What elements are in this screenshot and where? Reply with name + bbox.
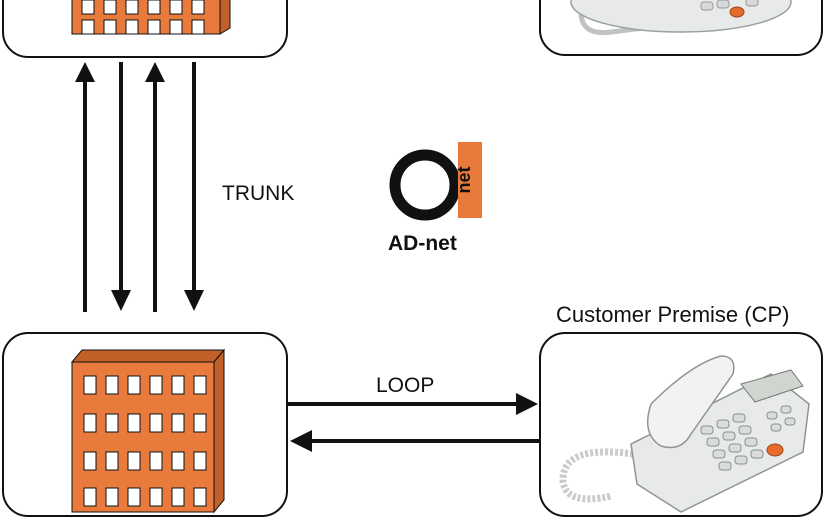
arrow-left-icon	[290, 430, 540, 452]
customer-premise-top-box	[539, 0, 823, 56]
building-icon	[71, 0, 231, 35]
customer-premise-box	[539, 332, 823, 517]
arrow-down-icon	[184, 62, 204, 311]
central-office-top-box	[2, 0, 288, 58]
logo-emblem-text: net	[454, 166, 474, 193]
building-icon	[70, 348, 226, 514]
loop-label: LOOP	[376, 374, 435, 397]
arrow-up-icon	[75, 62, 95, 312]
telephone-icon	[570, 0, 792, 36]
trunk-label: TRUNK	[222, 182, 295, 205]
arrow-up-icon	[145, 62, 165, 312]
telephone-icon	[559, 355, 810, 513]
customer-premise-label: Customer Premise (CP)	[556, 302, 790, 327]
central-office-box	[2, 332, 288, 517]
arrow-right-icon	[288, 393, 538, 415]
logo-text: AD-net	[388, 232, 457, 255]
arrow-down-icon	[111, 62, 131, 311]
